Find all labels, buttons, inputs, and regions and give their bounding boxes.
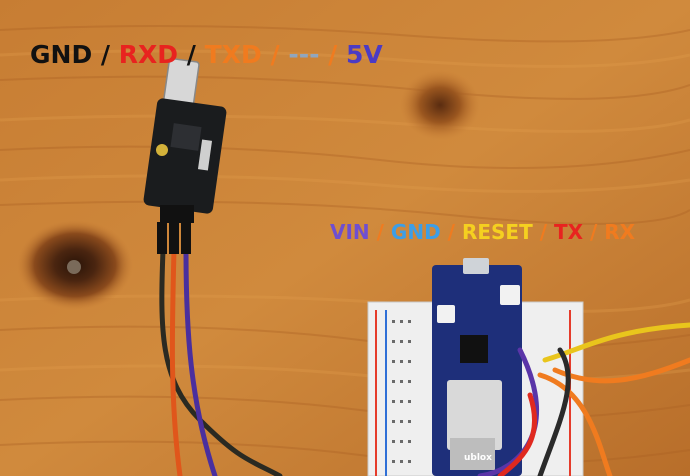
mcu-pin-segment: RX <box>604 220 636 244</box>
usb-pin-segment: RXD <box>118 40 179 69</box>
mcu-pin-segment: / <box>376 220 384 244</box>
mcu-pin-segment: / <box>590 220 598 244</box>
usb-pin-segment: / <box>186 40 196 69</box>
usb-pin-segment: / <box>270 40 280 69</box>
mcu-pin-segment: RESET <box>461 220 533 244</box>
mcu-pin-segment: / <box>447 220 455 244</box>
usb-pin-segment: / <box>328 40 338 69</box>
mcu-pin-segment: GND <box>390 220 441 244</box>
mcu-pin-label: VIN / GND / RESET / TX / RX <box>330 222 635 242</box>
usb-serial-adapter <box>143 57 227 223</box>
mcu-pin-segment: VIN <box>330 220 370 244</box>
mcu-pin-segment: / <box>539 220 547 244</box>
usb-pin-segment: GND <box>30 40 93 69</box>
mkr-board <box>432 258 522 476</box>
usb-pin-segment: --- <box>288 40 320 69</box>
module-label: ublox <box>464 453 492 463</box>
usb-pin-segment: TXD <box>204 40 262 69</box>
jumper-wires <box>157 222 283 476</box>
mcu-pin-segment: TX <box>553 220 584 244</box>
board-wires <box>477 322 690 476</box>
wood-knot <box>400 70 480 140</box>
usb-pin-segment: / <box>100 40 111 69</box>
usb-pin-segment: 5V <box>346 40 383 69</box>
usb-adapter-pin-label: GND / RXD / TXD / --- / 5V <box>30 42 383 67</box>
